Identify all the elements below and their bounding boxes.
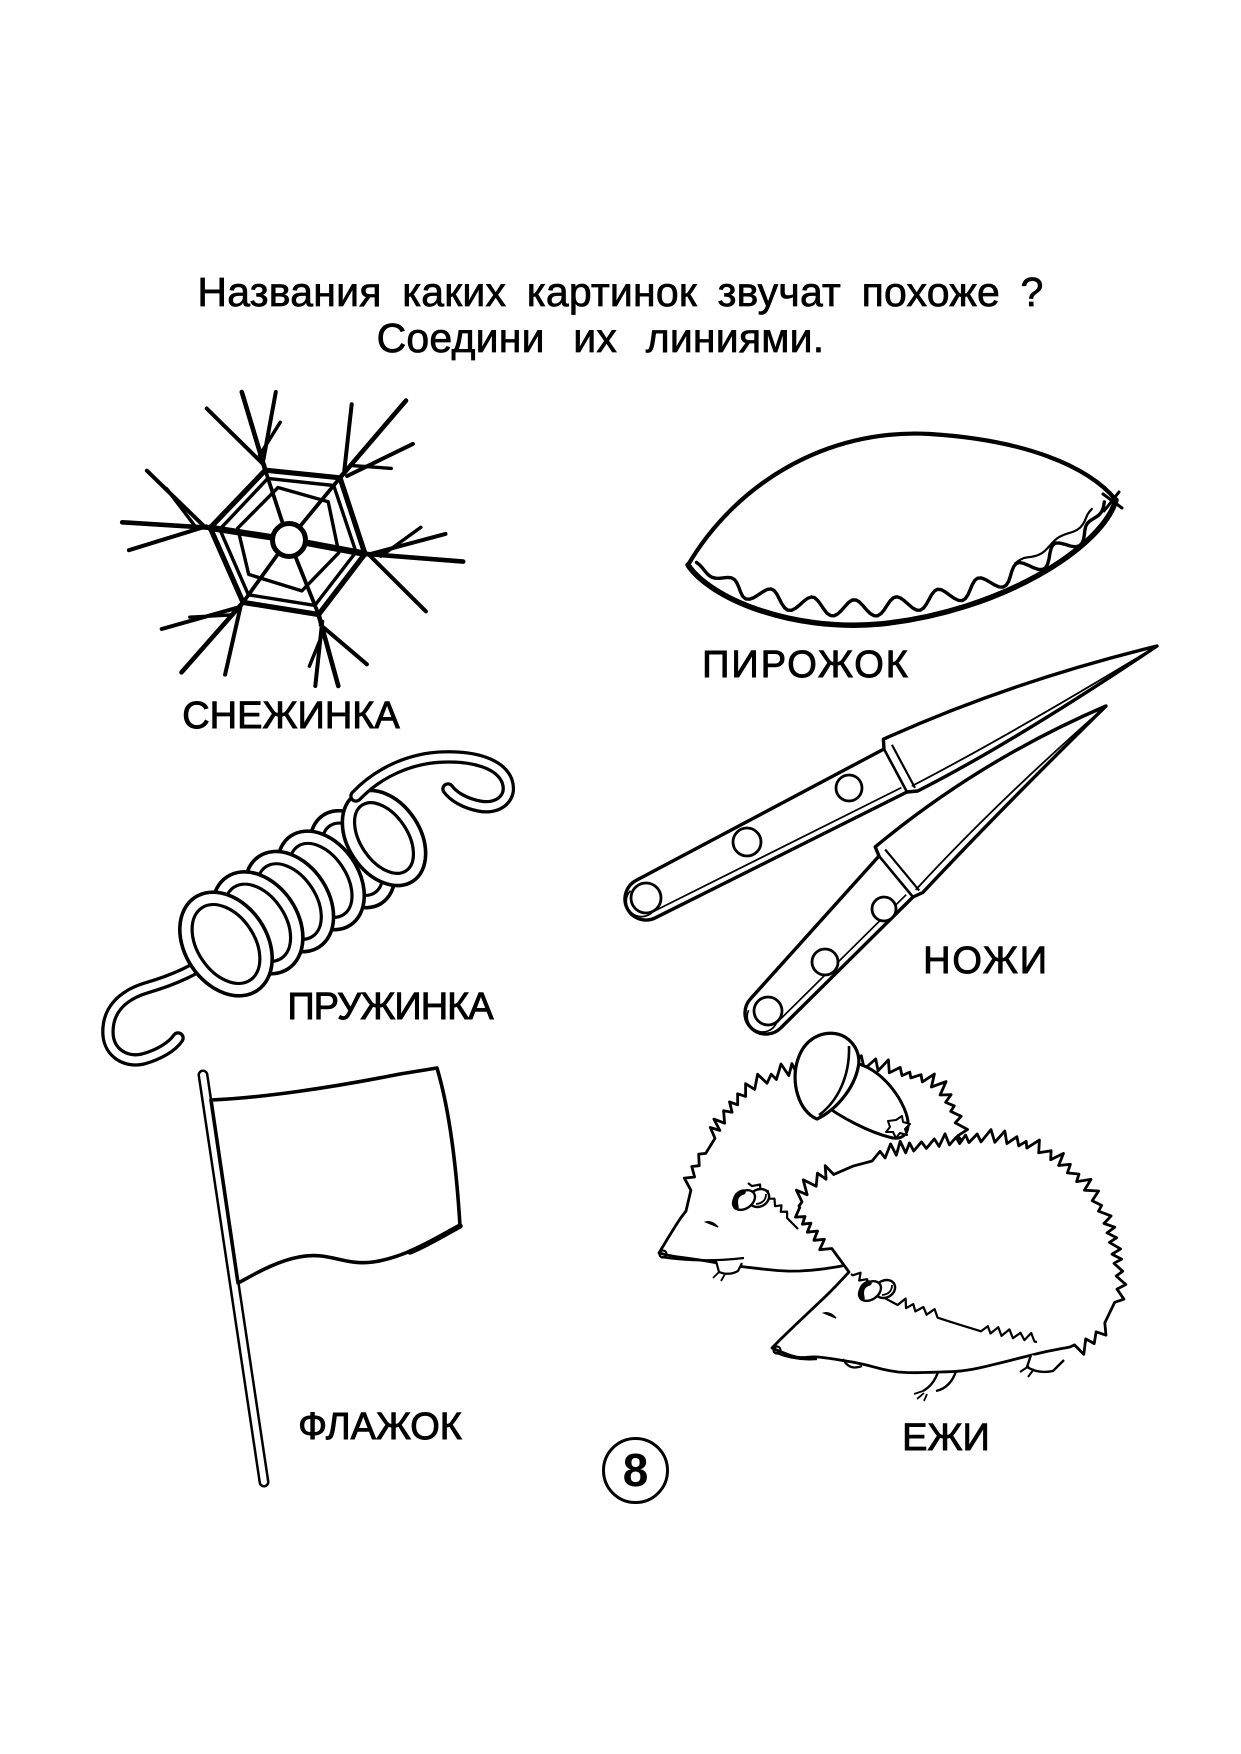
- label-knives: НОЖИ: [923, 940, 1049, 983]
- label-snowflake: СНЕЖИНКА: [182, 695, 400, 738]
- page-number-badge: 8: [602, 1437, 669, 1504]
- pie-drawing: [685, 431, 1124, 628]
- label-pie: ПИРОЖОК: [702, 644, 910, 687]
- spring-drawing: [101, 750, 516, 1067]
- title-line-1: Названия каких картинок звучат похоже ?: [197, 269, 1044, 316]
- label-spring: ПРУЖИНКА: [287, 986, 494, 1029]
- mushroom: [793, 1031, 911, 1140]
- page-number: 8: [622, 1444, 649, 1496]
- label-hedgehogs: ЕЖИ: [902, 1417, 991, 1460]
- snowflake-drawing: [119, 389, 466, 689]
- knives-drawing: [623, 644, 1159, 1036]
- flag-drawing: [197, 1066, 463, 1488]
- hedgehogs-drawing: [657, 1031, 1128, 1402]
- knife-lower: [743, 704, 1108, 1036]
- page-title: Названия каких картинок звучат похоже ? …: [0, 269, 1241, 362]
- knife-upper: [623, 644, 1159, 922]
- title-line-2: Соедини их линиями.: [376, 315, 825, 362]
- hedgehog-front: [770, 1128, 1128, 1402]
- label-flag: ФЛАЖОК: [298, 1406, 463, 1449]
